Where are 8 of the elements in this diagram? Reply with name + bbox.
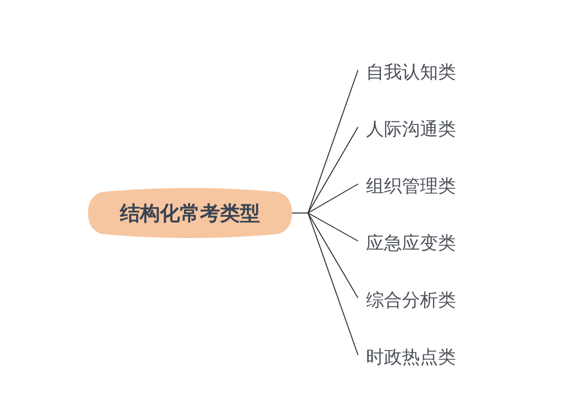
- branch-line: [292, 212, 358, 356]
- branch-label: 应急应变类: [358, 227, 498, 259]
- branch-label: 时政热点类: [358, 341, 498, 373]
- branch-label: 组织管理类: [358, 170, 498, 202]
- branch-label: 自我认知类: [358, 56, 498, 88]
- topic-box: 结构化常考类型: [88, 186, 292, 240]
- branch-label: 综合分析类: [358, 284, 498, 316]
- branch-label: 人际沟通类: [358, 113, 498, 145]
